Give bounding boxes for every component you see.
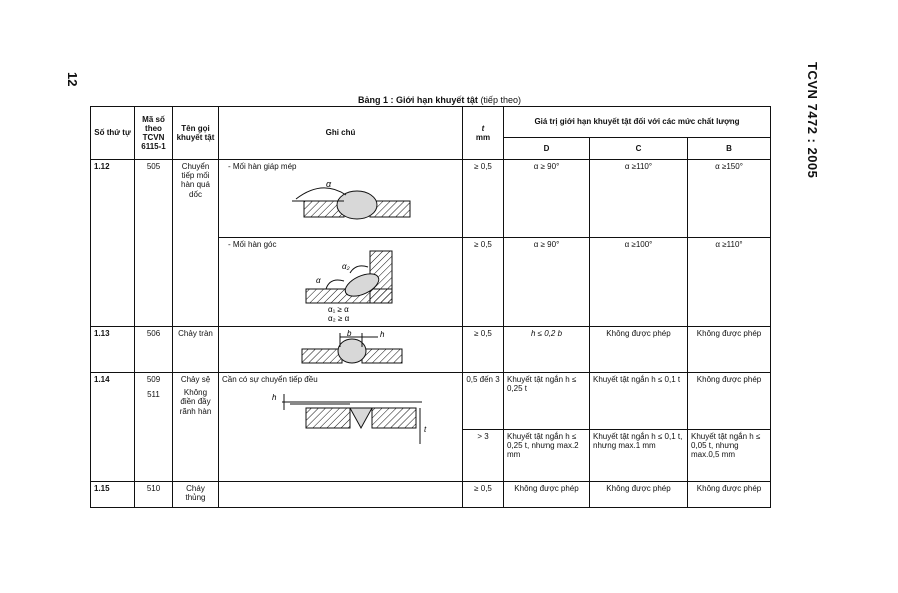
butt-weld-figure: α <box>292 179 411 220</box>
level-b-value: Khuyết tật ngắn h ≤ 0,05 t, nhưng max.0,… <box>686 429 772 482</box>
level-b-value: α ≥110° <box>686 237 772 327</box>
t-value: 0,5 đến 3 <box>462 372 504 430</box>
level-b-value: Không được phép <box>686 481 772 508</box>
table-caption: Bảng 1 : Giới hạn khuyết tật (tiếp theo) <box>358 95 521 105</box>
t-value: ≥ 0,5 <box>462 159 504 238</box>
row-name-2: Không điền đầy rãnh hàn <box>179 388 212 416</box>
level-b-value: Không được phép <box>686 372 772 430</box>
angle-label-a2: α₂ <box>342 262 350 271</box>
note-butt-weld: - Mối hàn giáp mép <box>228 162 297 171</box>
table-row: 1.14 509 511 Chảy sệ Không điền đầy rãnh… <box>90 372 772 482</box>
header-levels-row: D C B <box>91 137 772 160</box>
row-name: Chuyển tiếp mối hàn quá dốc <box>172 159 219 327</box>
level-d-value: h ≤ 0,2 b <box>503 326 590 373</box>
header-level-b: B <box>686 137 772 160</box>
angle-label-a1: α <box>316 276 321 285</box>
fillet-weld-figure: α α₂ α₁ ≥ α α₂ ≥ α <box>305 250 393 323</box>
note-cell: - Mối hàn góc α α₂ α₁ ≥ α α₂ ≥ α <box>218 237 463 327</box>
row-code: 510 <box>134 481 173 508</box>
note-cell <box>218 481 463 508</box>
table-row: - Mối hàn góc α α₂ α₁ ≥ α α₂ ≥ α ≥ 0,5 α… <box>91 237 772 327</box>
row-name: Chảy tràn <box>172 326 219 373</box>
level-c-value: α ≥110° <box>589 159 688 238</box>
angle-label: α <box>326 179 332 189</box>
level-b-value: α ≥150° <box>686 159 772 238</box>
row-name: Cháy thủng <box>172 481 219 508</box>
row-no: 1.15 <box>90 481 135 508</box>
row-names: Chảy sệ Không điền đầy rãnh hàn <box>172 372 219 482</box>
header-level-c: C <box>589 137 688 160</box>
level-c-value: Không được phép <box>589 481 688 508</box>
row-code: 505 <box>134 159 173 327</box>
note-cell: - Mối hàn giáp mép α <box>218 159 463 238</box>
level-d-value: α ≥ 90° <box>503 159 590 238</box>
level-c-value: α ≥100° <box>589 237 688 327</box>
row-codes: 509 511 <box>134 372 173 482</box>
defect-limits-table: Số thứ tự Mã số theo TCVN 6115-1 Tên gọi… <box>90 106 772 508</box>
width-label: b <box>347 329 352 338</box>
overlap-figure: b h <box>301 329 403 364</box>
equation-2: α₂ ≥ α <box>328 314 350 323</box>
thickness-label: t <box>424 425 427 434</box>
t-value: ≥ 0,5 <box>462 237 504 327</box>
page-number: 12 <box>65 72 80 87</box>
caption-title: Bảng 1 : Giới hạn khuyết tật <box>358 95 478 105</box>
header-level-d: D <box>503 137 590 160</box>
sag-height-label: h <box>272 393 277 402</box>
equation-1: α₁ ≥ α <box>328 305 349 314</box>
t-value: ≥ 0,5 <box>462 326 504 373</box>
row-code-2: 511 <box>147 390 160 400</box>
level-c-value: Khuyết tật ngắn h ≤ 0,1 t <box>589 372 688 430</box>
header-limits: Giá trị giới hạn khuyết tật đối với các … <box>502 106 772 138</box>
level-b-value: Không được phép <box>686 326 772 373</box>
row-code: 506 <box>134 326 173 373</box>
row-no: 1.13 <box>90 326 135 373</box>
note-cell: Cần có sự chuyển tiếp đều h t <box>218 372 463 482</box>
table-row: 1.13 506 Chảy tràn b h ≥ 0,5 <box>90 326 772 373</box>
header-name: Tên gọi khuyết tật <box>172 106 219 160</box>
header-row: Số thứ tự Mã số theo TCVN 6115-1 Tên gọi… <box>90 106 772 160</box>
header-note: Ghi chú <box>218 106 463 160</box>
height-label: h <box>380 330 385 339</box>
level-c-value: Không được phép <box>589 326 688 373</box>
note-cell: b h <box>218 326 463 373</box>
row-code-1: 509 <box>146 375 161 384</box>
level-c-value: Khuyết tật ngắn h ≤ 0,1 t, nhưng max.1 m… <box>589 429 688 482</box>
row-name-1: Chảy sệ <box>180 375 211 384</box>
level-d-value: Khuyết tật ngắn h ≤ 0,25 t, nhưng max.2 … <box>503 429 590 482</box>
level-d-value: Khuyết tật ngắn h ≤ 0,25 t <box>503 372 590 430</box>
note-transition: Cần có sự chuyển tiếp đều <box>222 375 318 384</box>
header-no: Số thứ tự <box>90 106 135 160</box>
standard-code: TCVN 7472 : 2005 <box>805 62 820 179</box>
level-d-value: Không được phép <box>503 481 590 508</box>
level-d-value: α ≥ 90° <box>503 237 590 327</box>
header-t-symbol: t <box>481 123 485 133</box>
note-fillet-weld: - Mối hàn góc <box>228 240 277 249</box>
row-no: 1.14 <box>90 372 135 482</box>
table-row: 1.12 505 Chuyển tiếp mối hàn quá dốc - M… <box>90 159 772 327</box>
table-row: 1.15 510 Cháy thủng ≥ 0,5 Không được phé… <box>90 481 772 508</box>
header-t-unit: mm <box>475 133 491 142</box>
t-value: > 3 <box>462 429 504 482</box>
caption-note: (tiếp theo) <box>480 95 521 105</box>
t-value: ≥ 0,5 <box>462 481 504 508</box>
header-thickness: t mm <box>462 106 504 160</box>
header-code: Mã số theo TCVN 6115-1 <box>134 106 173 160</box>
row-no: 1.12 <box>90 159 135 327</box>
sagging-figure: h t <box>272 393 427 445</box>
